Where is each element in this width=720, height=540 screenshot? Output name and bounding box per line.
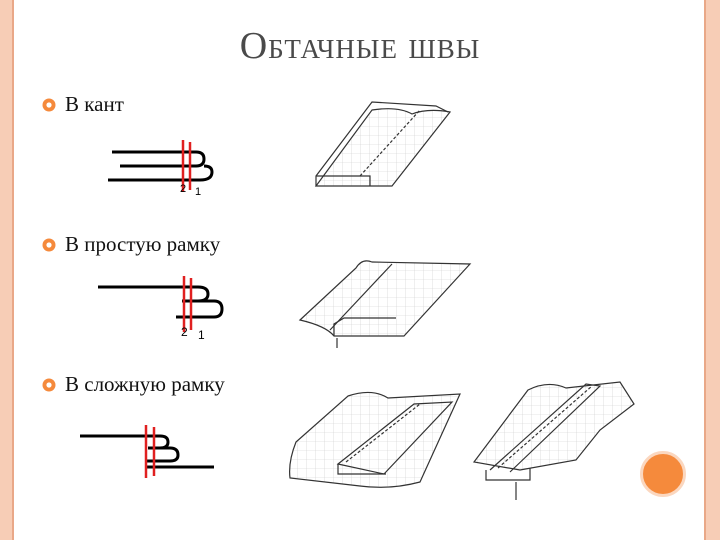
decorative-circle [640, 451, 686, 497]
layer-number-label: 1 [195, 186, 201, 198]
bullet-label: В кант [65, 92, 124, 116]
bullet-sun-icon [42, 378, 56, 391]
bullet-sun-icon [42, 98, 56, 111]
fabric-sketch-kant [314, 101, 452, 187]
bullet-item-complex-frame: В сложную рамку [42, 372, 225, 397]
bullet-label: В простую рамку [65, 232, 221, 256]
bullet-item-simple-frame: В простую рамку [42, 232, 220, 257]
fabric-sketch-complex-frame-a [289, 391, 461, 488]
bullet-label: В сложную рамку [65, 372, 225, 396]
layer-number-label: 2 [180, 183, 186, 195]
slide-frame-right-line [704, 0, 706, 540]
fabric-sketch-simple-frame [298, 260, 472, 348]
bullet-item-kant: В кант [42, 92, 124, 117]
page-title: Обтачные швы [239, 25, 481, 67]
bullet-sun-icon [42, 238, 56, 251]
fabric-sketch-complex-frame-b [472, 381, 635, 500]
layer-number-label: 2 [181, 325, 188, 339]
slide-frame-left-line [12, 0, 14, 540]
slide-frame-left [0, 0, 12, 540]
slide-frame-right [706, 0, 720, 540]
layer-number-label: 1 [198, 328, 205, 342]
